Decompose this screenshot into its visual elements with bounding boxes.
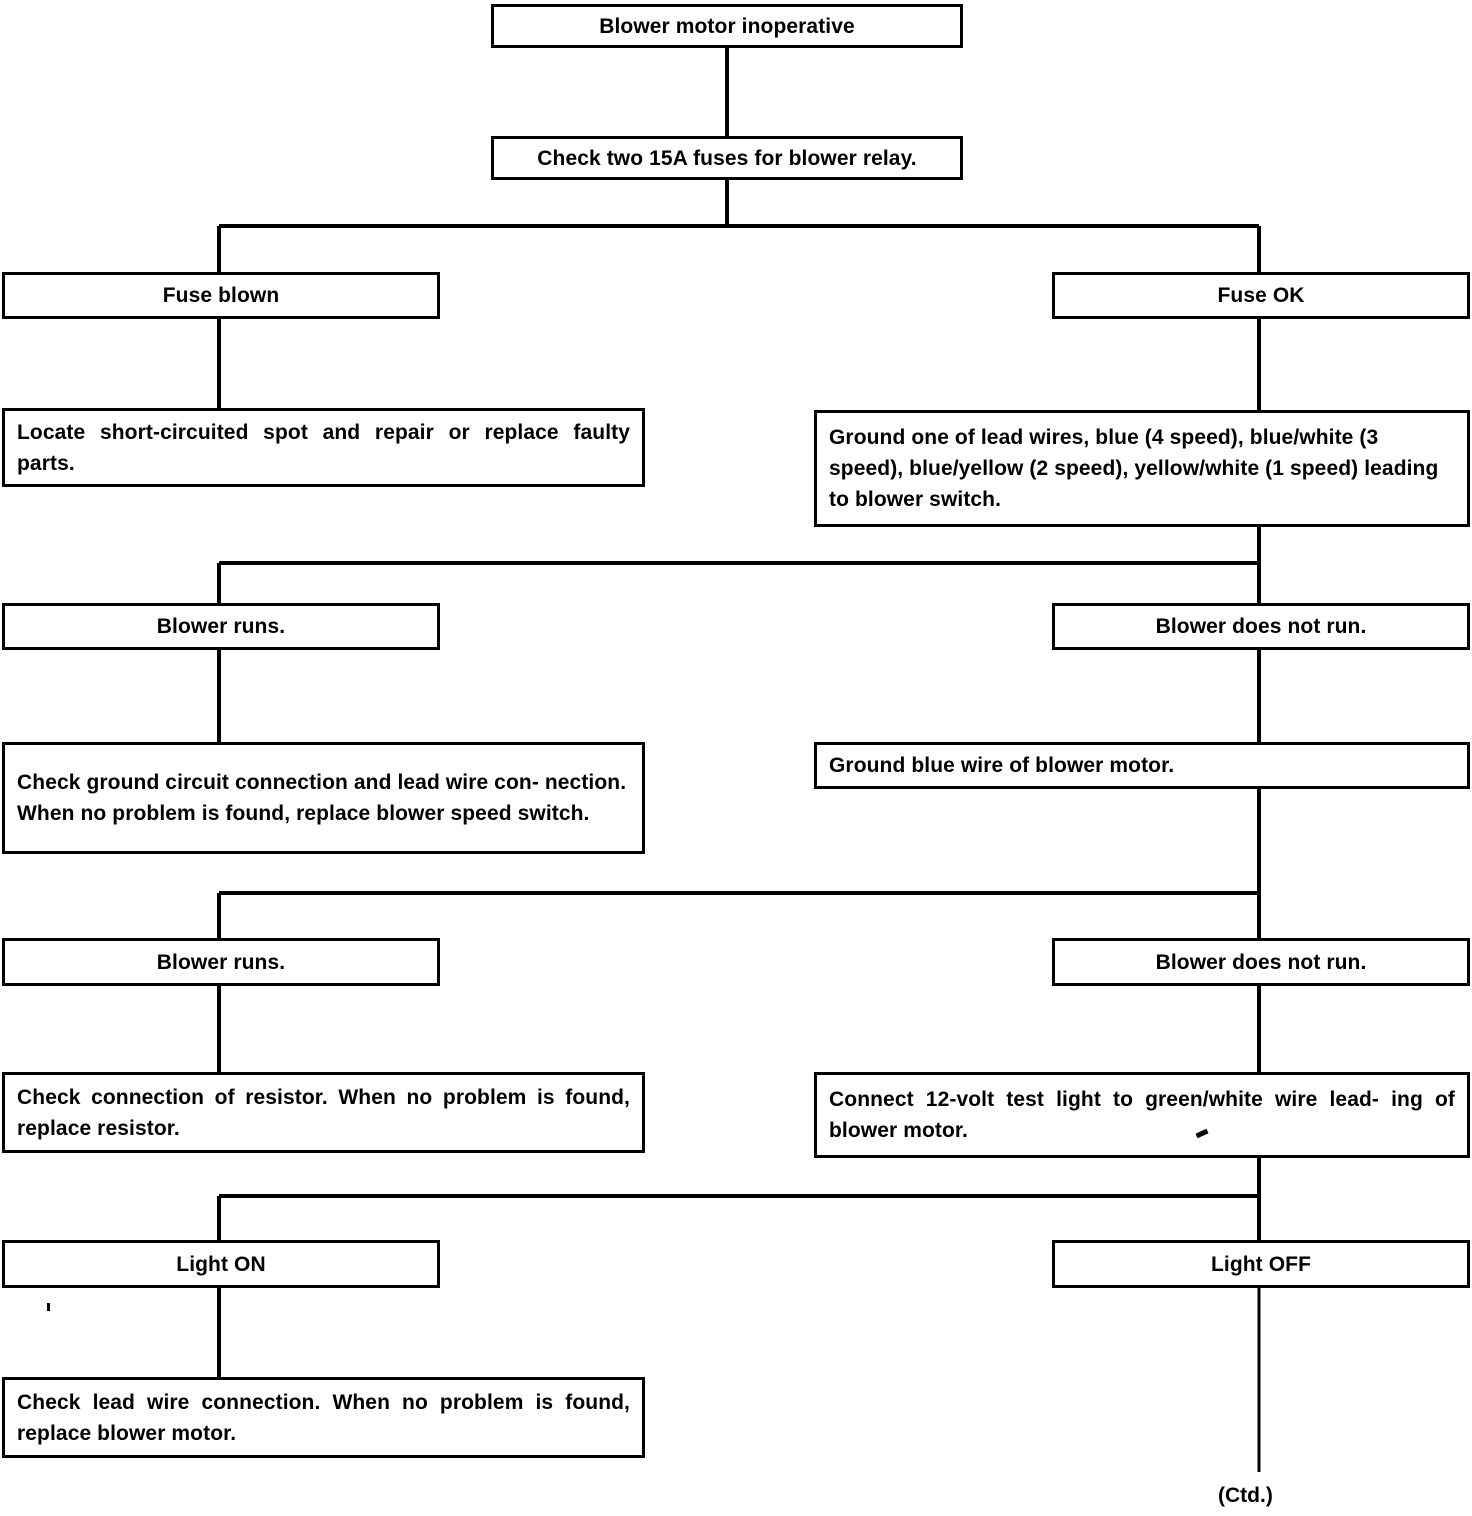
- node-check-resistor[interactable]: Check connection of resistor. When no pr…: [2, 1072, 645, 1153]
- node-label: Check ground circuit connection and lead…: [17, 771, 627, 825]
- node-fuse-blown[interactable]: Fuse blown: [2, 272, 440, 319]
- node-blower-not-run-1[interactable]: Blower does not run.: [1052, 603, 1470, 650]
- node-label: Ground blue wire of blower motor.: [829, 754, 1175, 777]
- node-label: Check lead wire connection. When no prob…: [17, 1390, 630, 1445]
- node-label: Light OFF: [1210, 1252, 1312, 1276]
- node-label: Light ON: [176, 1252, 266, 1276]
- node-check-lead-wire[interactable]: Check lead wire connection. When no prob…: [2, 1377, 645, 1458]
- node-light-off[interactable]: Light OFF: [1052, 1240, 1470, 1288]
- node-ground-lead-wires[interactable]: Ground one of lead wires, blue (4 speed)…: [814, 410, 1470, 527]
- node-blower-runs-1[interactable]: Blower runs.: [2, 603, 440, 650]
- node-check-fuses[interactable]: Check two 15A fuses for blower relay.: [491, 136, 963, 180]
- node-label: Blower does not run.: [1155, 615, 1367, 638]
- continuation-label: (Ctd.): [1218, 1484, 1273, 1507]
- node-label: Fuse blown: [162, 284, 280, 307]
- node-label: Blower does not run.: [1155, 950, 1367, 974]
- node-label: Locate short-circuited spot and repair o…: [17, 420, 630, 475]
- node-label: Fuse OK: [1217, 284, 1305, 307]
- node-check-ground-circuit[interactable]: Check ground circuit connection and lead…: [2, 742, 645, 854]
- scan-speck: [47, 1303, 50, 1311]
- node-blower-not-run-2[interactable]: Blower does not run.: [1052, 938, 1470, 986]
- node-label: Blower runs.: [156, 615, 286, 638]
- node-label: Check two 15A fuses for blower relay.: [537, 146, 917, 170]
- node-blower-runs-2[interactable]: Blower runs.: [2, 938, 440, 986]
- node-label: Check connection of resistor. When no pr…: [17, 1085, 630, 1140]
- node-light-on[interactable]: Light ON: [2, 1240, 440, 1288]
- node-fuse-ok[interactable]: Fuse OK: [1052, 272, 1470, 319]
- node-locate-short-circuit[interactable]: Locate short-circuited spot and repair o…: [2, 408, 645, 487]
- node-label: Blower motor inoperative: [599, 14, 855, 38]
- node-blower-motor-inoperative[interactable]: Blower motor inoperative: [491, 4, 963, 48]
- node-label: Ground one of lead wires, blue (4 speed)…: [829, 426, 1439, 511]
- node-label: Connect 12-volt test light to green/whit…: [829, 1088, 1455, 1142]
- node-connect-test-light[interactable]: Connect 12-volt test light to green/whit…: [814, 1072, 1470, 1158]
- node-ground-blue-wire[interactable]: Ground blue wire of blower motor.: [814, 742, 1470, 789]
- node-label: Blower runs.: [156, 950, 286, 974]
